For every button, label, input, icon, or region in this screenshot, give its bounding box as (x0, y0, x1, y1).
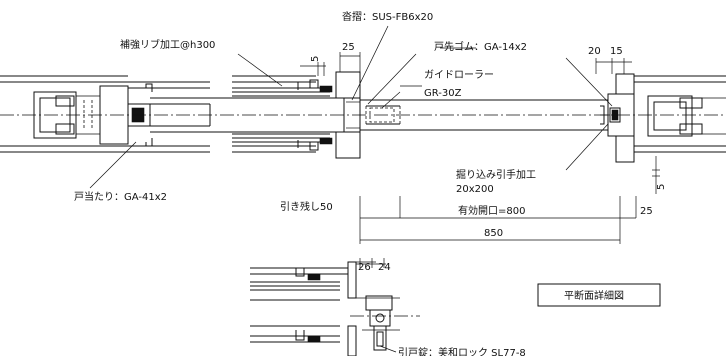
jamb-steps-left (145, 83, 153, 147)
label-pull-allowance: 引き残し50 (280, 200, 333, 213)
label-face-plate: 沓摺：SUS-FB6x20 (342, 10, 433, 23)
label-overall-width: 850 (484, 228, 503, 239)
dim-20-right: 20 (588, 46, 601, 57)
dim-25-right: 25 (640, 206, 653, 217)
label-door-stop: 戸当たり：GA-41x2 (74, 190, 167, 203)
label-door-edge-rubber: 戸先ゴム：GA-14x2 (434, 40, 527, 53)
label-guide-roller: ガイドローラー (424, 69, 494, 81)
lower-detail (250, 258, 420, 357)
dim-5-top: 5 (310, 56, 321, 62)
left-wall (0, 75, 151, 153)
center-stile (297, 71, 361, 159)
label-effective-opening: 有効開口=800 (458, 204, 525, 217)
label-recessed-handle-size: 20x200 (456, 184, 494, 195)
dim-5-right: 5 (656, 184, 667, 190)
dim-26-bottom: 26 (358, 262, 371, 273)
title-text: 平断面詳細図 (564, 289, 624, 302)
dim-25-top: 25 (342, 42, 355, 53)
title-box (537, 283, 661, 307)
label-recessed-handle: 掘り込み引手加工 (456, 168, 536, 181)
right-jamb (600, 73, 635, 163)
dimension-lines (300, 52, 660, 244)
label-reinforce-rib: 補強リブ加工@h300 (120, 38, 215, 51)
lower-rails (128, 133, 330, 153)
label-lock-spec: 引戸錠：美和ロック SL77-8 (398, 346, 526, 356)
dim-24-bottom: 24 (378, 262, 391, 273)
left-door-leaf (150, 97, 344, 133)
label-guide-roller-code: GR-30Z (424, 88, 462, 99)
right-wall (634, 75, 726, 153)
upper-rails (128, 75, 330, 97)
dim-15-right: 15 (610, 46, 623, 57)
leader-lines (89, 25, 613, 189)
